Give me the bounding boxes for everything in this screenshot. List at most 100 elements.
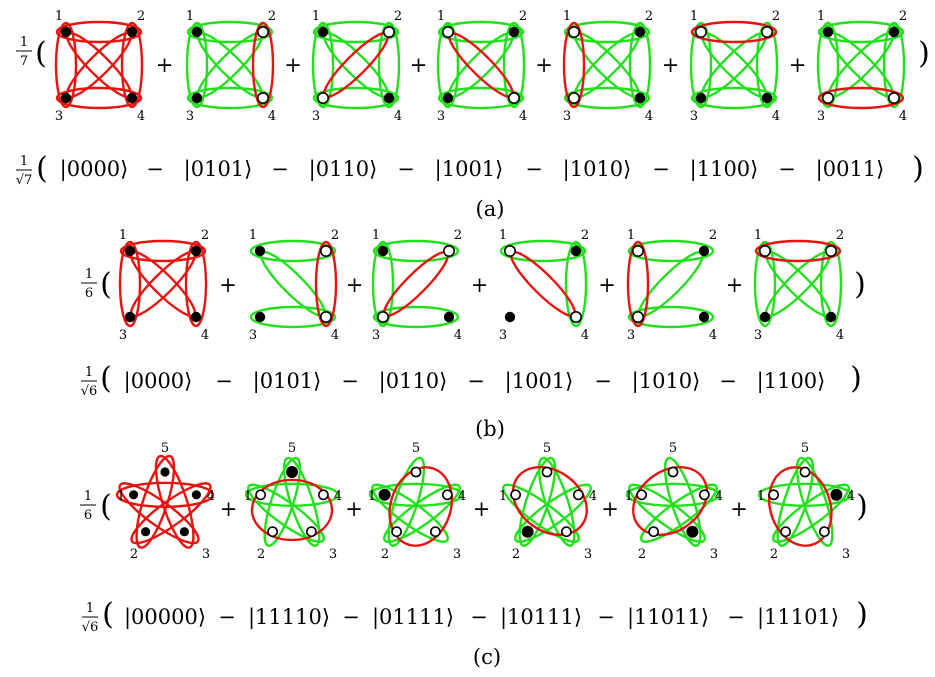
graph-0-2 <box>311 20 401 110</box>
hyperedge-right <box>314 240 338 328</box>
minus-sign: − <box>467 369 485 393</box>
vertex-4 <box>572 489 584 501</box>
plus-sign: + <box>789 53 807 77</box>
vertex-4 <box>634 92 646 104</box>
vertex-2 <box>521 525 534 538</box>
hyperedge-2 <box>154 454 195 549</box>
vertex-label-4: 4 <box>394 109 402 124</box>
plus-sign: + <box>156 53 174 77</box>
vertex-label-1: 1 <box>244 489 252 504</box>
hyperedge-left <box>54 21 78 109</box>
open-paren-c: ( <box>100 489 112 524</box>
vertex-1 <box>636 489 648 501</box>
vertex-label-4: 4 <box>715 489 723 504</box>
vertex-3 <box>442 92 454 104</box>
vertex-1 <box>567 25 580 38</box>
vertex-5 <box>667 466 679 478</box>
minus-sign: − <box>397 157 415 181</box>
vertex-3 <box>376 310 389 323</box>
vertex-5 <box>541 466 553 478</box>
ket: |01111⟩ <box>372 605 454 630</box>
graph-2-0 <box>115 454 215 549</box>
vertex-2 <box>508 26 520 38</box>
hyperedge-red <box>250 478 334 542</box>
vertex-3 <box>179 527 189 537</box>
vertex-2 <box>888 26 900 38</box>
vertex-label-2: 2 <box>638 547 646 562</box>
vertex-1 <box>510 489 522 501</box>
hyperedge-4 <box>776 456 815 547</box>
eq-close-paren-a: ) <box>912 151 924 186</box>
plus-sign: + <box>345 497 363 521</box>
hyperedge-4 <box>387 456 426 547</box>
vertex-label-1: 1 <box>372 228 380 243</box>
hyperedge-diag14 <box>764 250 832 318</box>
vertex-4 <box>698 311 710 323</box>
vertex-label-2: 2 <box>394 9 402 24</box>
vertex-2 <box>319 245 332 258</box>
ket: |0101⟩ <box>184 157 253 182</box>
vertex-label-2: 2 <box>836 228 844 243</box>
graph-1-5 <box>753 239 843 328</box>
vertex-2 <box>634 26 646 38</box>
vertex-2 <box>190 245 202 257</box>
ket: |0110⟩ <box>379 369 448 394</box>
vertex-5 <box>286 466 298 478</box>
vertex-label-3: 3 <box>437 109 445 124</box>
vertex-label-4: 4 <box>268 109 276 124</box>
prefactor-b-num: 1 <box>85 267 93 282</box>
hyperedge-right <box>564 240 588 328</box>
graph-0-5 <box>689 20 779 110</box>
vertex-2 <box>382 25 395 38</box>
vertex-4 <box>319 310 332 323</box>
hyperedge-right <box>882 21 906 109</box>
minus-sign: − <box>778 157 796 181</box>
vertex-label-1: 1 <box>817 9 825 24</box>
graph-2-1 <box>244 456 340 547</box>
vertex-label-5: 5 <box>288 441 296 456</box>
plus-sign: + <box>730 497 748 521</box>
plus-sign: + <box>726 273 744 297</box>
vertex-2 <box>256 25 269 38</box>
hyperedge-top <box>563 20 651 44</box>
eq-prefactor-c-den: √6 <box>82 620 99 635</box>
vertex-2 <box>442 245 455 258</box>
vertex-label-1: 1 <box>186 9 194 24</box>
hyperedge-diag23 <box>764 250 832 318</box>
hyperedge-3 <box>115 481 215 509</box>
prefactor-a-den: 7 <box>20 54 28 69</box>
vertex-3 <box>560 526 572 538</box>
ket: |1010⟩ <box>563 157 632 182</box>
hyperedge-3 <box>625 482 721 508</box>
vertex-label-3: 3 <box>329 547 337 562</box>
vertex-5 <box>160 467 170 477</box>
vertex-label-4: 4 <box>645 109 653 124</box>
vertex-1 <box>377 245 389 257</box>
vertex-label-3: 3 <box>312 109 320 124</box>
caption-b: (b) <box>475 417 505 441</box>
vertex-label-4: 4 <box>454 328 462 343</box>
vertex-label-2: 2 <box>268 9 276 24</box>
vertex-4 <box>190 311 202 323</box>
vertex-1 <box>60 26 72 38</box>
vertex-2 <box>570 245 582 257</box>
hyperedge-4 <box>518 456 557 547</box>
hyperedge-diag14 <box>322 31 390 99</box>
open-paren-b: ( <box>100 267 112 302</box>
hyperedge-diag14 <box>509 250 577 318</box>
vertex-label-3: 3 <box>710 547 718 562</box>
hyperedge-diag14 <box>700 31 768 99</box>
vertex-label-3: 3 <box>202 547 210 562</box>
vertex-label-4: 4 <box>847 489 855 504</box>
vertex-3 <box>818 526 830 538</box>
vertex-label-4: 4 <box>836 328 844 343</box>
hyperedge-diag23 <box>196 31 264 99</box>
vertex-3 <box>429 526 441 538</box>
hyperedge-top <box>690 20 778 44</box>
graph-2-5 <box>757 456 853 547</box>
vertex-4 <box>256 92 269 105</box>
vertex-4 <box>383 92 395 104</box>
close-paren-a: ) <box>918 36 930 71</box>
graph-1-0 <box>118 239 208 328</box>
